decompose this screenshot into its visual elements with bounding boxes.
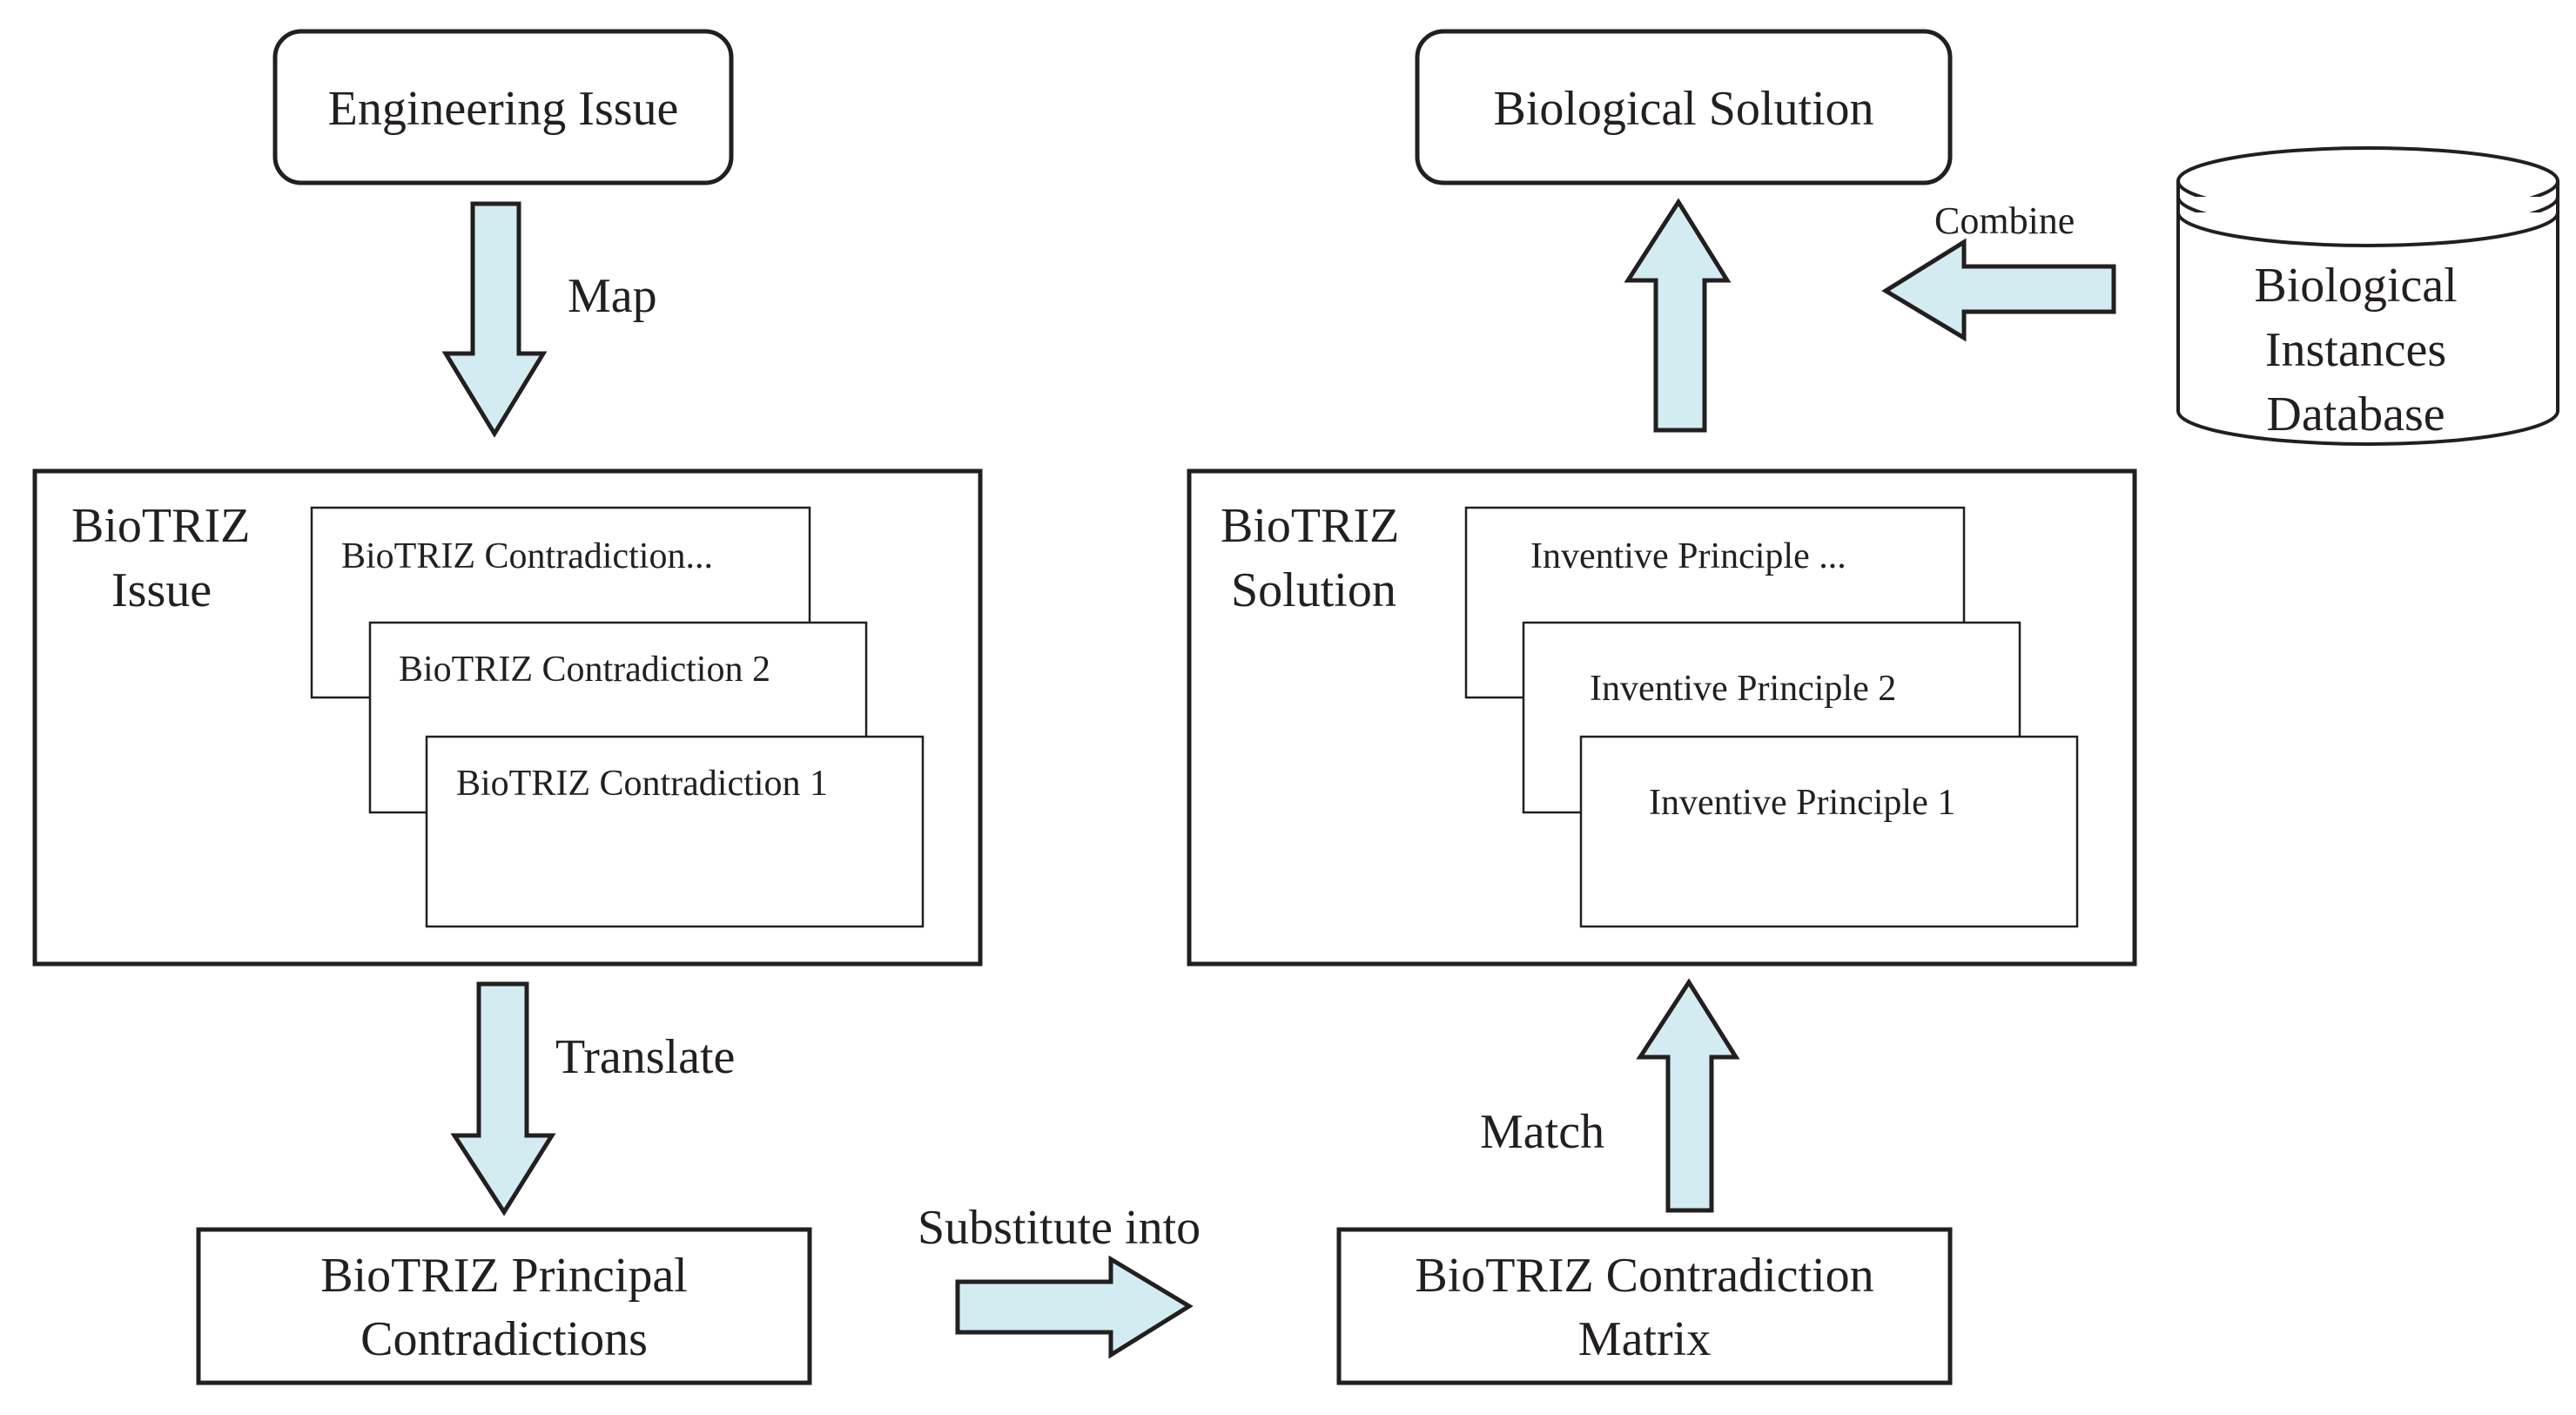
solution-up-arrow [1624, 198, 1732, 433]
contradiction-card-1: BioTRIZ Contradiction 1 [425, 735, 925, 928]
database-label-line-2: Instances [2265, 323, 2446, 377]
principle-card-2-label: Inventive Principle 2 [1590, 669, 1896, 709]
principle-card-1-label: Inventive Principle 1 [1649, 783, 1955, 823]
contradiction-matrix-line-1: BioTRIZ Contradiction [1415, 1249, 1873, 1303]
contradiction-card-2-label: BioTRIZ Contradiction 2 [399, 650, 770, 690]
biological-solution-node: Biological Solution [1415, 29, 1953, 185]
database-label-line-3: Database [2266, 387, 2445, 441]
principle-card-1: Inventive Principle 1 [1579, 735, 2079, 928]
translate-label: Translate [555, 1030, 735, 1084]
principal-contradictions-line-2: Contradictions [360, 1312, 648, 1366]
biotriz-solution-title-line-1: BioTRIZ [1221, 499, 1399, 553]
contradiction-card-ellipsis-label: BioTRIZ Contradiction... [341, 536, 713, 576]
biological-instances-database: Biological Instances Database [2176, 146, 2559, 446]
engineering-issue-label: Engineering Issue [328, 82, 679, 136]
biotriz-issue-title-line-1: BioTRIZ [71, 499, 250, 553]
principal-contradictions-node: BioTRIZ Principal Contradictions [196, 1227, 812, 1385]
match-label: Match [1480, 1105, 1604, 1159]
contradiction-matrix-line-2: Matrix [1578, 1312, 1711, 1366]
biological-solution-label: Biological Solution [1493, 82, 1873, 136]
biotriz-issue-title-line-2: Issue [111, 563, 212, 617]
biotriz-solution-title-line-2: Solution [1231, 563, 1396, 617]
map-arrow: Map [441, 201, 657, 438]
map-label: Map [568, 269, 657, 323]
substitute-label: Substitute into [918, 1201, 1201, 1255]
combine-arrow: Combine [1881, 199, 2116, 342]
contradiction-card-1-label: BioTRIZ Contradiction 1 [456, 764, 828, 804]
principal-contradictions-line-1: BioTRIZ Principal [320, 1249, 688, 1303]
principle-card-ellipsis-label: Inventive Principle ... [1530, 536, 1846, 576]
contradiction-matrix-node: BioTRIZ Contradiction Matrix [1336, 1227, 1953, 1385]
match-arrow: Match [1480, 978, 1740, 1213]
database-label-line-1: Biological [2254, 259, 2457, 313]
engineering-issue-node: Engineering Issue [272, 29, 734, 185]
translate-arrow: Translate [450, 981, 735, 1216]
biotriz-solution-container: BioTRIZ Solution Inventive Principle ...… [1187, 468, 2137, 967]
biotriz-issue-container: BioTRIZ Issue BioTRIZ Contradiction... B… [32, 468, 983, 967]
combine-label: Combine [1934, 199, 2075, 242]
substitute-arrow: Substitute into [918, 1201, 1201, 1359]
